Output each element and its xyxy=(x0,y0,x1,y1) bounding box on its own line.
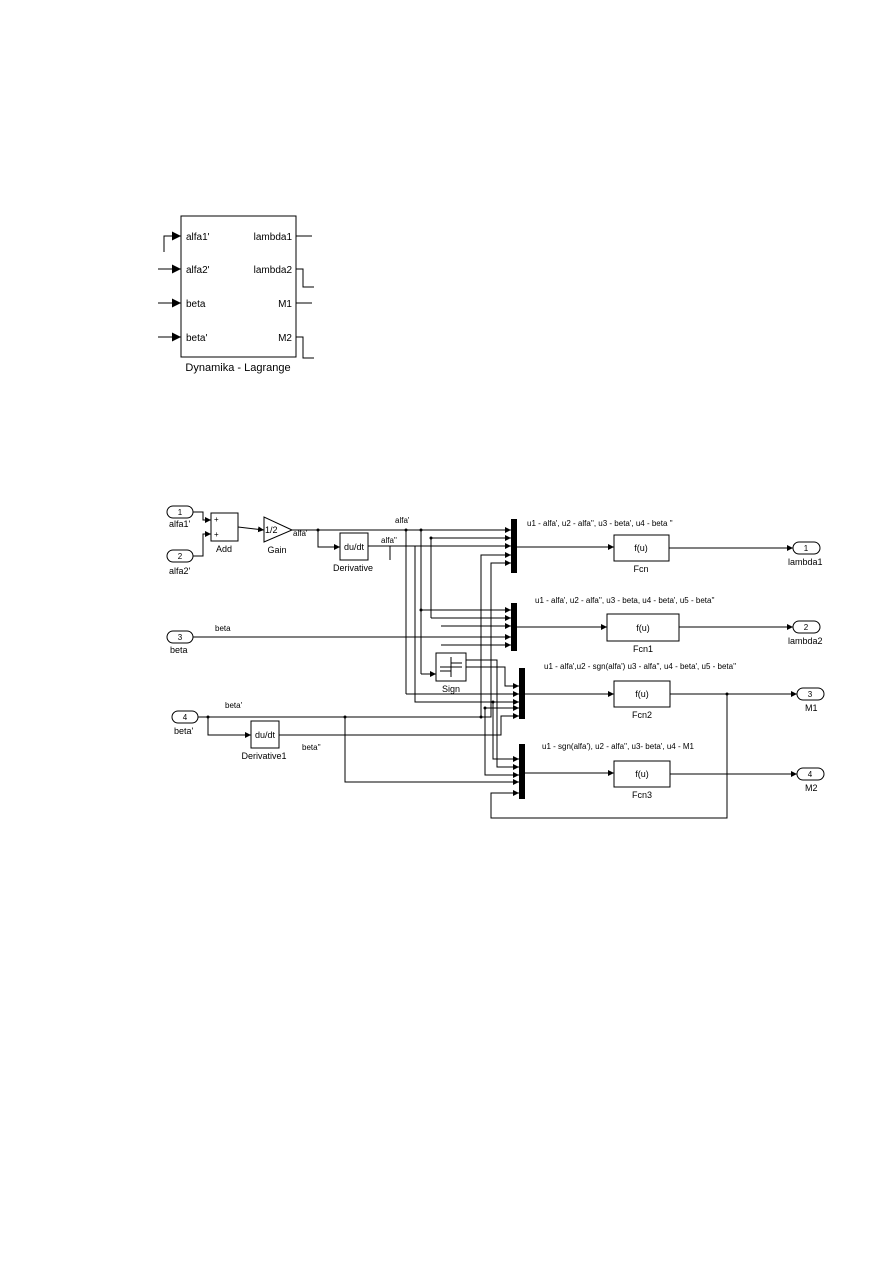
outport-4-number: 4 xyxy=(808,770,813,779)
add-name: Add xyxy=(216,544,232,554)
signal-label-alfa-gain: alfa' xyxy=(293,529,308,538)
outport-3-label: M1 xyxy=(805,703,818,713)
fcn2-block[interactable]: f(u) Fcn2 xyxy=(613,680,671,720)
sign-block[interactable]: Sign xyxy=(435,652,467,694)
derivative1-block[interactable]: du/dt Derivative1 xyxy=(241,720,287,761)
derivative-name: Derivative xyxy=(333,563,373,573)
fcn2-name: Fcn2 xyxy=(632,710,652,720)
annotation-fcn3: u1 - sgn(alfa'), u2 - alfa'', u3- beta',… xyxy=(542,742,695,751)
fcn3-name: Fcn3 xyxy=(632,790,652,800)
inport-4-number: 4 xyxy=(183,713,188,722)
outport-2-number: 2 xyxy=(804,623,809,632)
fcn-text: f(u) xyxy=(634,543,648,553)
fcn1-name: Fcn1 xyxy=(633,644,653,654)
inport-1-number: 1 xyxy=(178,508,183,517)
mux-4[interactable] xyxy=(519,744,525,799)
derivative1-text: du/dt xyxy=(255,730,276,740)
signal-label-beta: beta xyxy=(215,624,231,633)
derivative-block[interactable]: du/dt Derivative xyxy=(333,532,373,573)
subsystem-output-label-2: lambda2 xyxy=(254,265,293,276)
branch-points xyxy=(206,528,729,719)
subsystem-output-label-3: M1 xyxy=(278,299,292,310)
derivative1-name: Derivative1 xyxy=(241,751,286,761)
annotation-fcn: u1 - alfa', u2 - alfa'', u3 - beta', u4 … xyxy=(527,519,673,528)
gain-block[interactable]: 1/2 Gain xyxy=(263,516,294,555)
fcn3-block[interactable]: f(u) Fcn3 xyxy=(613,760,671,800)
fcn-name: Fcn xyxy=(633,564,648,574)
sign-name: Sign xyxy=(442,684,460,694)
signal-label-alfa-top: alfa' xyxy=(395,516,410,525)
fcn1-text: f(u) xyxy=(636,623,650,633)
outport-3[interactable]: 3 M1 xyxy=(796,687,825,713)
mux-1[interactable] xyxy=(511,519,517,573)
signal-label-alfa-dd: alfa'' xyxy=(381,536,397,545)
outport-1[interactable]: 1 lambda1 xyxy=(788,541,823,567)
fcn1-block[interactable]: f(u) Fcn1 xyxy=(606,613,680,654)
inport-4-label: beta' xyxy=(174,726,194,736)
fcn3-text: f(u) xyxy=(635,769,649,779)
inport-3[interactable]: 3 beta xyxy=(166,630,194,655)
inport-1[interactable]: 1 alfa1' xyxy=(166,505,194,529)
subsystem-block[interactable]: alfa1' alfa2' beta beta' lambda1 lambda2… xyxy=(180,215,297,374)
fcn-block[interactable]: f(u) Fcn xyxy=(613,534,670,574)
subsystem-name: Dynamika - Lagrange xyxy=(185,362,290,374)
subsystem-input-label-3: beta xyxy=(186,299,206,310)
outport-4[interactable]: 4 M2 xyxy=(796,767,825,793)
subsystem-output-label-1: lambda1 xyxy=(254,232,293,243)
signal-label-beta-d: beta' xyxy=(225,701,243,710)
annotation-fcn2: u1 - alfa',u2 - sgn(alfa') u3 - alfa'', … xyxy=(544,662,737,671)
signal-label-beta-dd: beta'' xyxy=(302,743,321,752)
inport-3-number: 3 xyxy=(178,633,183,642)
derivative-text: du/dt xyxy=(344,542,365,552)
subsystem-input-label-1: alfa1' xyxy=(186,232,210,243)
subsystem-input-label-4: beta' xyxy=(186,333,207,344)
outport-2-label: lambda2 xyxy=(788,636,823,646)
gain-value: 1/2 xyxy=(265,525,278,535)
inport-3-label: beta xyxy=(170,645,188,655)
fcn2-text: f(u) xyxy=(635,689,649,699)
inport-1-label: alfa1' xyxy=(169,519,191,529)
add-block[interactable]: + + Add xyxy=(210,512,239,554)
outport-4-label: M2 xyxy=(805,783,818,793)
inport-2-label: alfa2' xyxy=(169,566,191,576)
add-sign-1: + xyxy=(214,515,219,524)
mux-2[interactable] xyxy=(511,603,517,651)
inport-2-number: 2 xyxy=(178,552,183,561)
subsystem-input-label-2: alfa2' xyxy=(186,265,210,276)
outport-3-number: 3 xyxy=(808,690,813,699)
outport-1-label: lambda1 xyxy=(788,557,823,567)
add-sign-2: + xyxy=(214,530,219,539)
inport-4[interactable]: 4 beta' xyxy=(171,710,199,736)
gain-name: Gain xyxy=(267,545,286,555)
outport-2[interactable]: 2 lambda2 xyxy=(788,620,823,646)
mux-3[interactable] xyxy=(519,668,525,719)
annotation-fcn1: u1 - alfa', u2 - alfa'', u3 - beta, u4 -… xyxy=(535,596,715,605)
subsystem-wires xyxy=(158,231,314,359)
outport-1-number: 1 xyxy=(804,544,809,553)
inport-2[interactable]: 2 alfa2' xyxy=(166,549,194,576)
subsystem-output-label-4: M2 xyxy=(278,333,292,344)
